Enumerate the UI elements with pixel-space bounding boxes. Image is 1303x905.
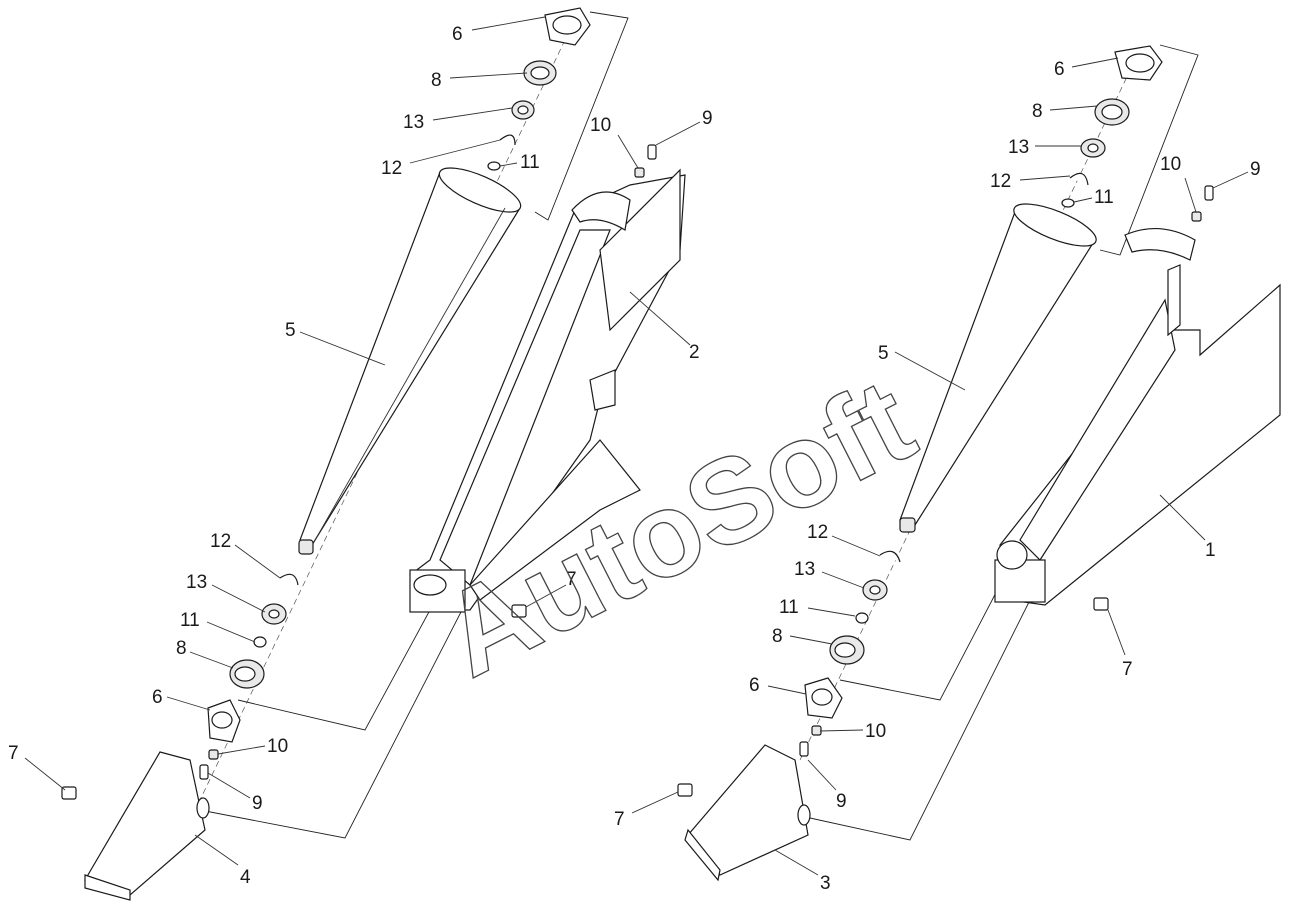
callout-right-8-bot: 8 bbox=[772, 626, 783, 647]
callout-right-6-top: 6 bbox=[1054, 59, 1065, 80]
callout-right-9-bot: 9 bbox=[836, 791, 847, 812]
callout-left-10-top: 10 bbox=[590, 115, 611, 136]
callout-right-5: 5 bbox=[878, 343, 889, 364]
callout-right-13-top: 13 bbox=[1008, 137, 1029, 158]
right-assembly bbox=[631, 44, 1281, 882]
left-circlip-12-bot bbox=[279, 573, 299, 586]
right-spout-part-3 bbox=[684, 744, 811, 882]
left-washer-11-bot bbox=[253, 636, 267, 648]
right-top-assembly-line bbox=[1099, 44, 1199, 256]
callout-right-8-top: 8 bbox=[1032, 101, 1043, 122]
callout-left-6-bot: 6 bbox=[152, 687, 163, 708]
left-washer-11-top bbox=[487, 161, 501, 171]
callout-right-13-bot: 13 bbox=[794, 559, 815, 580]
callout-right-11-bot: 11 bbox=[779, 597, 799, 618]
left-bottom-assembly-line-a bbox=[237, 609, 431, 731]
left-bottom-bearing-stack bbox=[61, 573, 527, 800]
callout-left-12-top: 12 bbox=[381, 158, 402, 179]
callout-right-7-frame: 7 bbox=[1122, 659, 1133, 680]
right-top-bearing-stack bbox=[1061, 45, 1214, 222]
callout-left-13-bot: 13 bbox=[186, 572, 207, 593]
callout-left-8-bot: 8 bbox=[176, 638, 187, 659]
callout-left-13-top: 13 bbox=[403, 112, 424, 133]
left-cone-part-5 bbox=[298, 167, 522, 555]
left-bolt-7-far bbox=[61, 786, 77, 800]
callout-right-7-far: 7 bbox=[614, 809, 625, 830]
callout-left-11-top: 11 bbox=[520, 152, 540, 173]
callout-left-10-bot: 10 bbox=[267, 736, 288, 757]
left-leaders bbox=[24, 16, 701, 866]
right-circlip-12-bot bbox=[879, 550, 901, 563]
callout-left-6-top: 6 bbox=[452, 24, 463, 45]
callout-left-9-top: 9 bbox=[702, 108, 713, 129]
callout-right-9-top: 9 bbox=[1250, 159, 1261, 180]
callout-right-12-bot: 12 bbox=[807, 522, 828, 543]
right-callouts: 6 8 13 12 11 10 9 5 1 12 13 11 8 6 10 9 … bbox=[614, 59, 1261, 894]
right-circlip-12-top bbox=[1069, 172, 1089, 186]
right-nut-10-top bbox=[1191, 211, 1202, 222]
callout-right-12-top: 12 bbox=[990, 171, 1011, 192]
callout-left-7-frame: 7 bbox=[566, 569, 577, 590]
left-bolt-7-frame bbox=[511, 604, 527, 618]
callout-left-12-bot: 12 bbox=[210, 531, 231, 552]
callout-right-3: 3 bbox=[820, 873, 831, 894]
left-bolt-9-top bbox=[647, 144, 657, 160]
right-nut-10-bot bbox=[811, 725, 822, 736]
right-bolt-9-bot bbox=[799, 741, 809, 757]
right-cone-part-5 bbox=[899, 203, 1097, 533]
left-callouts: 6 8 13 12 11 10 9 5 2 12 13 11 8 6 10 9 … bbox=[8, 24, 713, 888]
callout-left-7-far: 7 bbox=[8, 743, 19, 764]
right-leaders bbox=[631, 57, 1249, 876]
callout-left-9-bot: 9 bbox=[252, 793, 263, 814]
right-washer-11-bot bbox=[855, 612, 869, 624]
callout-left-11-bot: 11 bbox=[180, 610, 200, 631]
right-bolt-7-far bbox=[677, 783, 693, 797]
right-bottom-bearing-stack bbox=[677, 550, 1109, 797]
right-washer-11-top bbox=[1061, 198, 1075, 208]
right-bolt-9-top bbox=[1204, 185, 1214, 201]
callout-left-5: 5 bbox=[285, 320, 296, 341]
callout-right-11-top: 11 bbox=[1094, 187, 1114, 208]
left-spout-part-4 bbox=[84, 751, 210, 901]
left-assembly bbox=[24, 7, 701, 901]
callout-left-2: 2 bbox=[689, 342, 700, 363]
right-bottom-assembly-line-b bbox=[809, 599, 1031, 841]
left-circlip-12-top bbox=[499, 134, 516, 146]
left-bottom-assembly-line-b bbox=[199, 609, 463, 839]
callout-left-8-top: 8 bbox=[431, 70, 442, 91]
left-top-bearing-stack bbox=[487, 7, 657, 178]
left-top-assembly-line bbox=[534, 11, 629, 221]
right-bolt-7-frame bbox=[1093, 597, 1109, 611]
callout-right-6-bot: 6 bbox=[749, 675, 760, 696]
left-frame-part-2 bbox=[409, 168, 686, 613]
left-nut-10-top bbox=[634, 167, 645, 178]
left-bolt-9-bot bbox=[199, 764, 209, 780]
right-bottom-assembly-line-a bbox=[839, 584, 1001, 701]
callout-left-4: 4 bbox=[240, 867, 251, 888]
left-nut-10-bot bbox=[208, 749, 219, 760]
callout-right-10-bot: 10 bbox=[865, 721, 886, 742]
right-frame-part-1 bbox=[994, 227, 1281, 606]
callout-right-1: 1 bbox=[1205, 540, 1216, 561]
callout-right-10-top: 10 bbox=[1160, 154, 1181, 175]
